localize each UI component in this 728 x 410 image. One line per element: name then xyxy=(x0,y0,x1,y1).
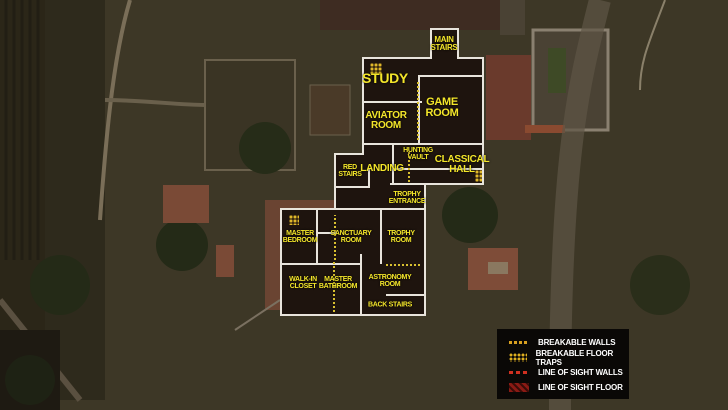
legend-label: LINE OF SIGHT WALLS xyxy=(538,368,623,377)
wall xyxy=(360,254,362,316)
wall xyxy=(280,208,426,210)
wall xyxy=(386,294,426,296)
wall xyxy=(418,75,420,145)
wall xyxy=(334,153,336,209)
room-label-landing: LANDING xyxy=(360,163,404,174)
wall xyxy=(457,28,459,58)
legend-item-breakable-walls: BREAKABLE WALLS xyxy=(509,335,629,350)
room-label-trophy-room: TROPHY ROOM xyxy=(387,230,415,244)
los-wall-icon xyxy=(509,368,529,377)
wall xyxy=(482,57,484,184)
breakable-wall xyxy=(417,80,419,140)
legend-label: BREAKABLE WALLS xyxy=(538,338,616,347)
room-label-game-room: GAME ROOM xyxy=(425,96,459,119)
wall xyxy=(280,314,426,316)
floor-lower-block xyxy=(280,208,425,314)
breakable-wall xyxy=(334,215,336,260)
room-label-red-stairs: RED STAIRS xyxy=(338,164,362,178)
wall xyxy=(362,57,364,153)
legend-item-breakable-floor-traps: BREAKABLE FLOOR TRAPS xyxy=(509,348,629,367)
wall xyxy=(390,183,484,185)
wall xyxy=(392,145,394,185)
wall xyxy=(424,183,426,316)
wall xyxy=(368,168,370,188)
room-label-trophy-entrance: TROPHY ENTRANCE xyxy=(388,191,426,205)
room-label-study: STUDY xyxy=(362,70,408,86)
wall xyxy=(280,208,282,316)
wall xyxy=(334,186,370,188)
breakable-floor-trap xyxy=(289,215,299,225)
breakable-wall xyxy=(333,262,335,312)
wall xyxy=(457,57,484,59)
map-legend: BREAKABLE WALLS BREAKABLE FLOOR TRAPS LI… xyxy=(497,329,629,399)
breakable-wall xyxy=(408,150,410,182)
wall xyxy=(362,143,484,145)
wall xyxy=(280,263,360,265)
legend-label: LINE OF SIGHT FLOOR xyxy=(538,383,623,392)
room-label-aviator-room: AVIATOR ROOM xyxy=(365,110,407,131)
wall xyxy=(334,153,364,155)
breakable-wall xyxy=(386,264,422,266)
wall xyxy=(430,28,458,30)
room-label-back-stairs: BACK STAIRS xyxy=(367,301,413,309)
wall xyxy=(316,208,318,264)
room-label-astronomy-room: ASTRONOMY ROOM xyxy=(368,274,412,288)
wall xyxy=(380,208,382,264)
breakable-wall-icon xyxy=(509,338,529,347)
wall xyxy=(430,28,432,58)
wall xyxy=(316,232,336,234)
room-label-master-bedroom: MASTER BEDROOM xyxy=(282,230,318,244)
floor-main-stairs xyxy=(431,30,457,60)
wall xyxy=(392,168,484,170)
legend-item-los-walls: LINE OF SIGHT WALLS xyxy=(509,365,629,380)
legend-label: BREAKABLE FLOOR TRAPS xyxy=(535,348,614,367)
wall xyxy=(362,101,422,103)
room-label-walk-in-closet: WALK-IN CLOSET xyxy=(289,276,317,290)
wall xyxy=(362,57,432,59)
room-label-hunting-vault: HUNTING VAULT xyxy=(403,147,433,161)
wall xyxy=(418,75,482,77)
los-floor-icon xyxy=(509,383,529,392)
breakable-floor-trap xyxy=(370,63,382,75)
floor-trap-icon xyxy=(509,353,527,362)
room-label-classical-hall: CLASSICAL HALL xyxy=(434,154,490,175)
legend-item-los-floor: LINE OF SIGHT FLOOR xyxy=(509,380,629,395)
breakable-floor-trap xyxy=(475,170,482,182)
room-label-main-stairs: MAIN STAIRS xyxy=(430,35,458,52)
room-label-master-bathroom: MASTER BATHROOM xyxy=(318,276,358,290)
room-label-sanctuary-room: SANCTUARY ROOM xyxy=(330,230,372,244)
